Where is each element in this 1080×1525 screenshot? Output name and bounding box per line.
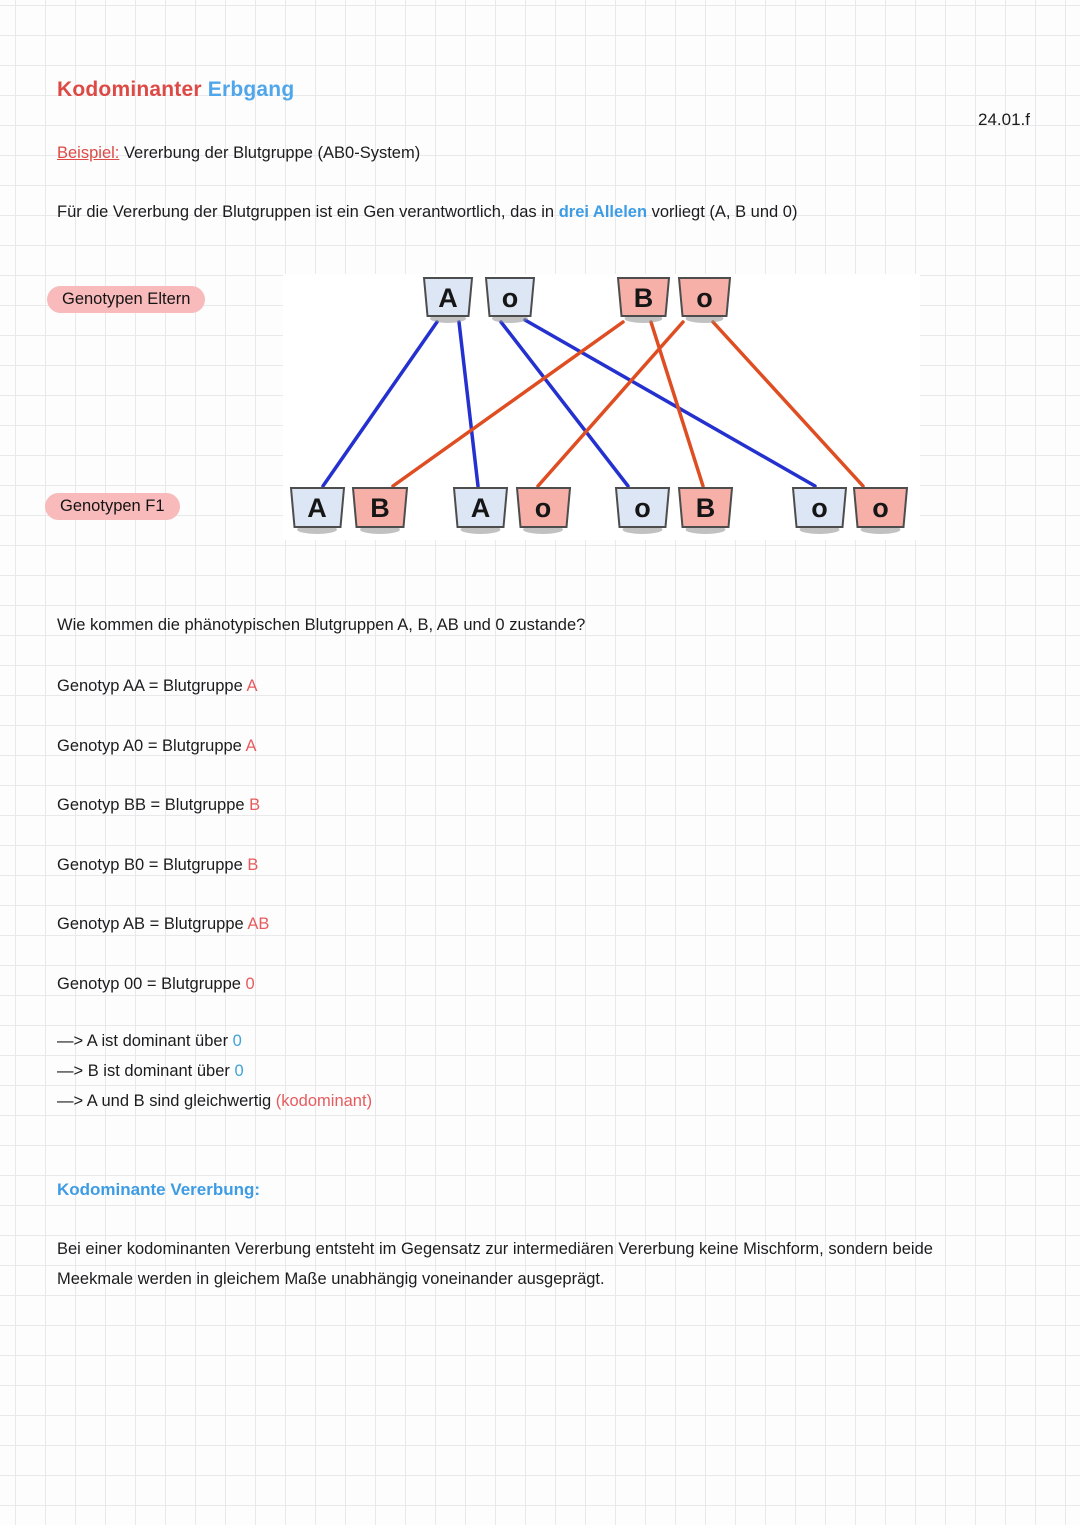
f1-letter-pair1-B: B xyxy=(370,493,390,523)
f1-letter-pair2-o: o xyxy=(535,493,552,523)
title-red-part: Kodominanter xyxy=(57,78,202,101)
parent-allele-letters: A o B o xyxy=(438,283,713,313)
genotype-line-A0-text: Genotyp A0 = Blutgruppe xyxy=(57,737,246,755)
f1-box-pair3-o xyxy=(614,487,671,528)
genotype-line-BB-text: Genotyp BB = Blutgruppe xyxy=(57,796,250,814)
f1-genotype-boxes xyxy=(289,487,909,528)
f1-letter-pair1-A: A xyxy=(307,493,327,523)
f1-letter-pair3-o: o xyxy=(634,493,651,523)
parent-box-B xyxy=(616,277,671,317)
dominance-line-B-result: 0 xyxy=(234,1062,244,1080)
title-blue-part: Erbgang xyxy=(207,78,295,101)
f1-letter-pair4-o1: o xyxy=(811,493,828,523)
example-label: Beispiel: xyxy=(57,144,120,162)
parent-letter-B: B xyxy=(634,283,654,313)
f1-letter-pair2-A: A xyxy=(471,493,491,523)
f1-genotype-letters: A B A o o B o o xyxy=(307,493,889,523)
parent-letter-o-left: o xyxy=(502,283,519,313)
cross-line-A-to-pair1 xyxy=(321,320,439,488)
inheritance-diagram-svg: A o B o A B A o o B o o xyxy=(289,277,909,534)
label-genotypen-f1: Genotypen F1 xyxy=(45,493,180,520)
genotype-line-BB-result: B xyxy=(249,796,261,814)
genotype-line-AB-result: AB xyxy=(247,915,270,933)
parent-allele-boxes xyxy=(422,277,732,317)
parent-letter-A: A xyxy=(438,283,458,313)
genotype-line-AA-result: A xyxy=(246,677,258,695)
dominance-line-codominant-result: (kodominant) xyxy=(275,1092,373,1110)
cross-line-o2-to-pair4 xyxy=(711,320,865,488)
dominance-line-B-text: —> B ist dominant über xyxy=(57,1062,235,1080)
dominance-line-A-text: —> A ist dominant über xyxy=(57,1032,233,1050)
cross-line-B-to-pair1 xyxy=(391,320,625,488)
f1-box-pair2-A xyxy=(452,487,509,528)
dominance-line-B: —> B ist dominant über 0 xyxy=(57,1061,244,1081)
f1-box-pair4-o-left xyxy=(791,487,848,528)
gene-intro-pre: Für die Vererbung der Blutgruppen ist ei… xyxy=(57,203,559,221)
f1-box-pair1-A xyxy=(289,487,346,528)
gene-intro-highlight: drei Allelen xyxy=(558,203,648,221)
genotype-line-B0: Genotyp B0 = Blutgruppe B xyxy=(57,855,258,875)
date-label: 24.01.f xyxy=(978,110,1030,129)
gene-intro-line: Für die Vererbung der Blutgruppen ist ei… xyxy=(57,202,797,222)
example-line: Beispiel: Vererbung der Blutgruppe (AB0-… xyxy=(57,143,420,163)
f1-letter-pair3-B: B xyxy=(696,493,716,523)
label-genotypen-eltern: Genotypen Eltern xyxy=(47,286,206,313)
section-body-line2: Meekmale werden in gleichem Maße unabhän… xyxy=(57,1270,605,1288)
dominance-line-codominant-text: —> A und B sind gleichwertig xyxy=(57,1092,276,1110)
cross-line-A-to-pair2 xyxy=(457,320,480,488)
genotype-line-00: Genotyp 00 = Blutgruppe 0 xyxy=(57,974,255,994)
dominance-line-A-result: 0 xyxy=(232,1032,242,1050)
genotype-line-AB-text: Genotyp AB = Blutgruppe xyxy=(57,915,248,933)
genotype-line-A0: Genotyp A0 = Blutgruppe A xyxy=(57,736,257,756)
dominance-line-codominant: —> A und B sind gleichwertig (kodominant… xyxy=(57,1091,372,1111)
genotype-line-AA-text: Genotyp AA = Blutgruppe xyxy=(57,677,247,695)
cross-line-B-to-pair3 xyxy=(649,320,705,488)
genotype-line-AB: Genotyp AB = Blutgruppe AB xyxy=(57,914,269,934)
cross-line-o2-to-pair2 xyxy=(536,320,685,488)
section-heading: Kodominante Vererbung: xyxy=(57,1180,261,1199)
genotype-line-BB: Genotyp BB = Blutgruppe B xyxy=(57,795,260,815)
parent-box-o-right xyxy=(677,277,732,317)
inheritance-diagram: A o B o A B A o o B o o xyxy=(283,274,920,540)
parent-letter-o-right: o xyxy=(696,283,713,313)
f1-box-pair3-B xyxy=(677,487,734,528)
section-body-line1: Bei einer kodominanten Vererbung entsteh… xyxy=(57,1240,933,1258)
cross-lines xyxy=(321,318,865,488)
cross-line-o-to-pair4 xyxy=(523,318,817,488)
genotype-line-00-result: 0 xyxy=(245,975,255,993)
genotype-line-00-text: Genotyp 00 = Blutgruppe xyxy=(57,975,246,993)
genotype-line-AA: Genotyp AA = Blutgruppe A xyxy=(57,676,257,696)
f1-box-pair2-o xyxy=(515,487,572,528)
genotype-line-B0-result: B xyxy=(247,856,259,874)
example-text: Vererbung der Blutgruppe (AB0-System) xyxy=(119,144,421,162)
parent-box-A xyxy=(422,277,474,317)
genotype-line-B0-text: Genotyp B0 = Blutgruppe xyxy=(57,856,248,874)
dominance-line-A: —> A ist dominant über 0 xyxy=(57,1031,242,1051)
page-title: Kodominanter Erbgang xyxy=(57,78,294,102)
f1-letter-pair4-o2: o xyxy=(872,493,889,523)
parent-box-o-left xyxy=(484,277,536,317)
cross-line-o-to-pair3 xyxy=(499,320,630,488)
f1-box-pair1-B xyxy=(351,487,409,528)
question-line: Wie kommen die phänotypischen Blutgruppe… xyxy=(57,616,586,634)
gene-intro-post: vorliegt (A, B und 0) xyxy=(647,203,798,221)
genotype-line-A0-result: A xyxy=(245,737,257,755)
f1-box-pair4-o-right xyxy=(852,487,909,528)
